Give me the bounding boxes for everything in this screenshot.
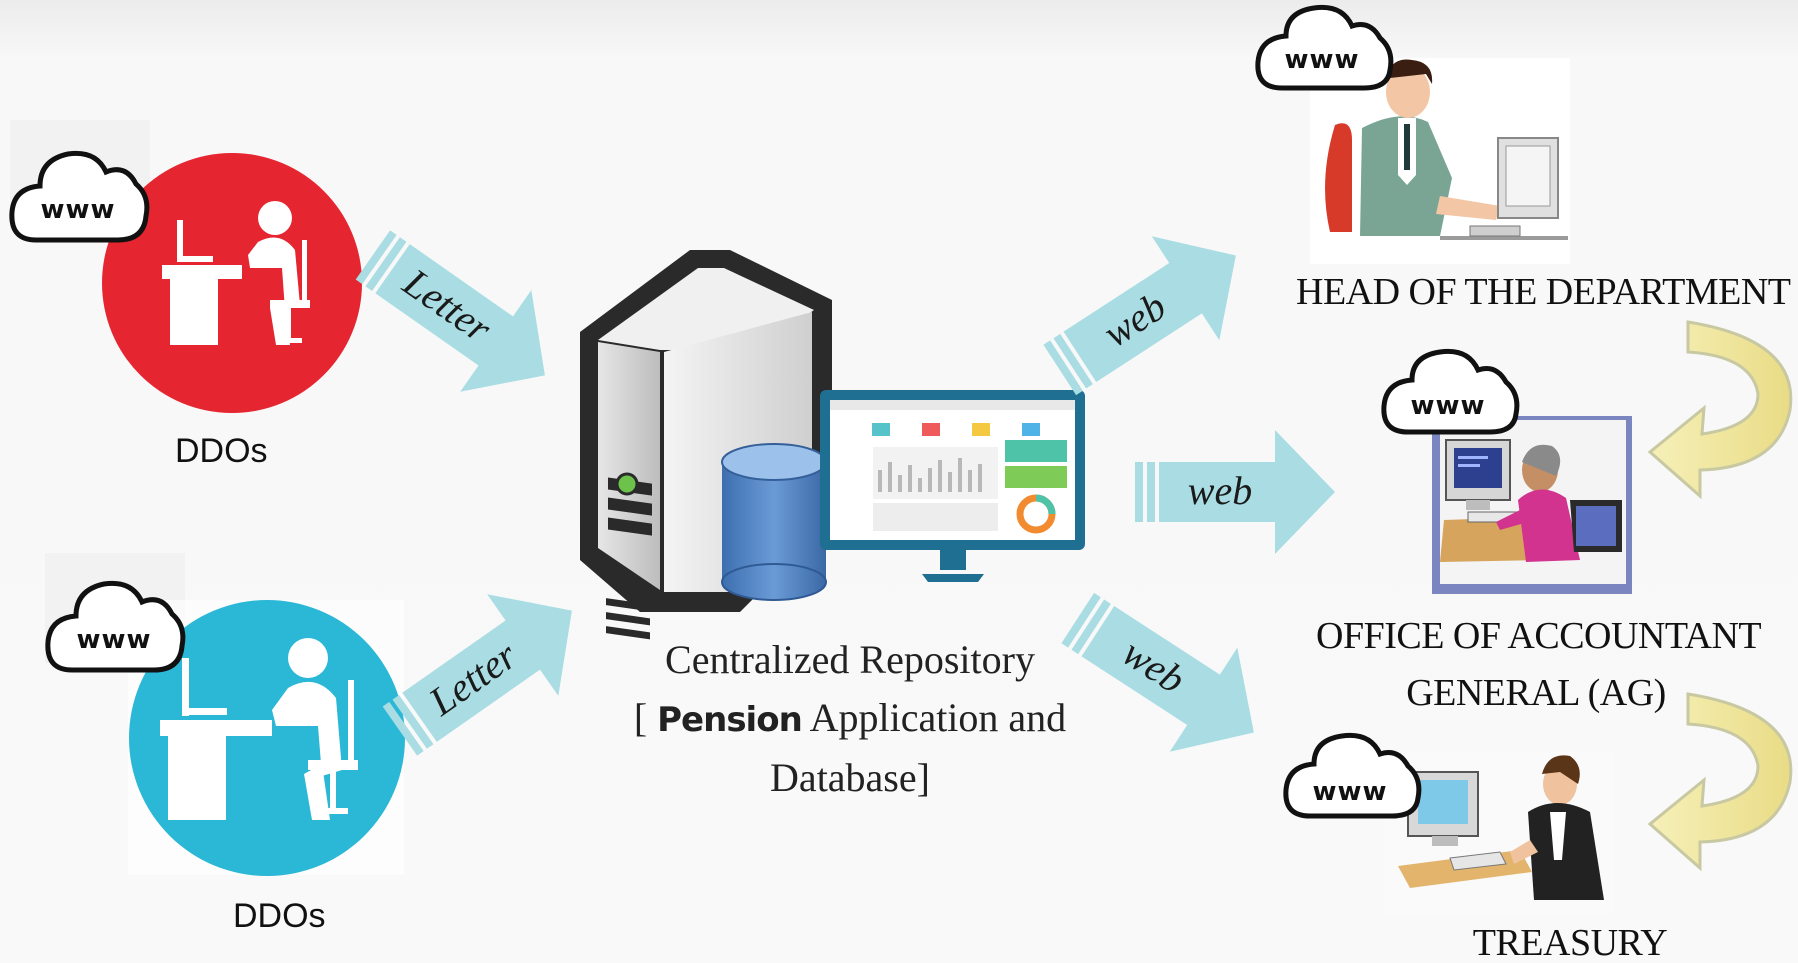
- www-cloud-icon: www: [45, 580, 186, 673]
- letter-arrow-top: Letter: [355, 230, 545, 392]
- ag-label: OFFICE OF ACCOUNTANT GENERAL (AG): [1316, 608, 1762, 722]
- ddo-top-circle: [102, 153, 362, 413]
- repository-line2: [ Pension Application and: [633, 695, 1067, 740]
- curved-arrow-hod-to-ag: [1647, 320, 1793, 500]
- woman-at-computer-icon: [1440, 439, 1622, 562]
- repository-pension-bold: Pension: [657, 700, 803, 740]
- repository-line1: Centralized Repository: [665, 637, 1035, 682]
- www-text: www: [40, 195, 115, 225]
- treasury-label: TREASURY: [1472, 922, 1668, 963]
- repository-label: Centralized Repository [ Pension Applica…: [630, 631, 1070, 807]
- arrow-label: web: [1188, 468, 1252, 513]
- treasury-node: www: [1283, 732, 1614, 914]
- web-arrow-to-hod: web: [1043, 236, 1236, 396]
- monitor-dashboard-icon: [820, 390, 1085, 582]
- www-text: www: [1410, 391, 1485, 421]
- www-text: www: [1284, 45, 1359, 75]
- web-arrow-to-treasury: web: [1061, 592, 1254, 752]
- ag-node: www: [1381, 348, 1632, 594]
- repository-line3: Database]: [770, 755, 930, 800]
- ag-label-line1: OFFICE OF ACCOUNTANT: [1316, 615, 1762, 657]
- www-cloud-icon: www: [1283, 732, 1422, 819]
- ag-label-line2: GENERAL (AG): [1406, 672, 1666, 714]
- www-text: www: [76, 625, 151, 655]
- desk-worker-icon: [162, 201, 310, 345]
- www-cloud-icon: www: [1255, 4, 1394, 91]
- hod-node: www: [1255, 4, 1570, 264]
- curved-arrow-ag-to-treasury: [1647, 692, 1793, 872]
- businessman-at-desk-icon: [1325, 59, 1568, 240]
- ddo-top-label: DDOs: [175, 432, 268, 470]
- ddo-top-node: www: [9, 120, 362, 413]
- www-cloud-icon: www: [1381, 348, 1520, 435]
- database-cylinder-icon: [721, 443, 827, 601]
- ddo-bottom-label: DDOs: [233, 897, 326, 935]
- www-cloud-icon: www: [9, 150, 150, 243]
- web-arrow-to-ag: web: [1135, 430, 1335, 554]
- hod-label: HEAD OF THE DEPARTMENT: [1296, 271, 1791, 313]
- desk-worker-icon: [160, 638, 358, 820]
- ddo-bottom-node: www: [45, 553, 405, 876]
- www-text: www: [1312, 777, 1387, 807]
